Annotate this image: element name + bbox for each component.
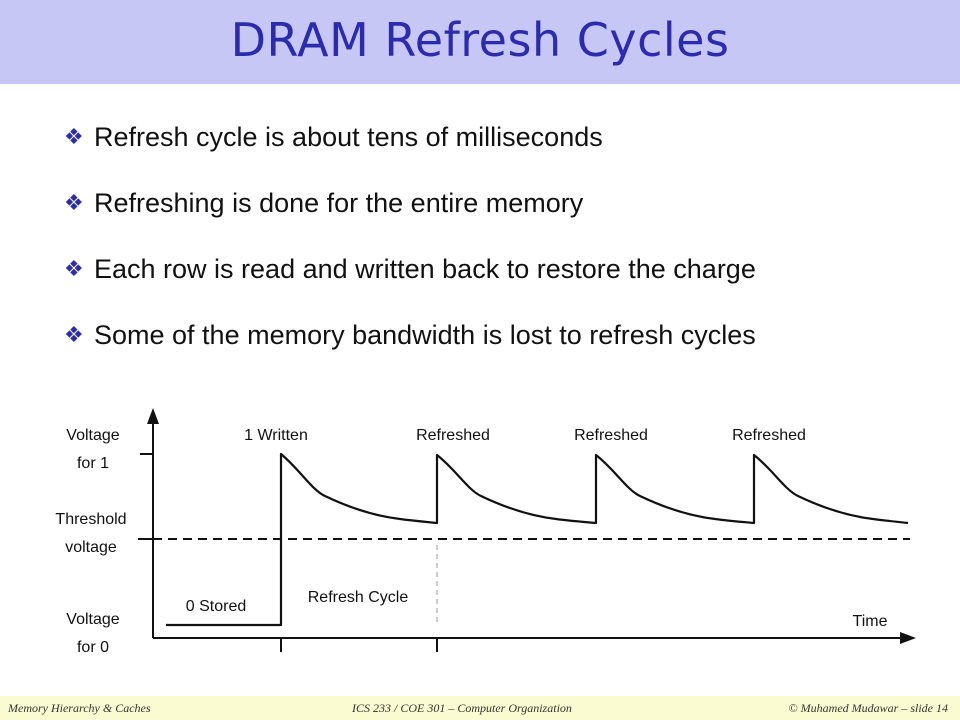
zero-stored-label: 0 Stored — [186, 598, 246, 615]
voltage-for-1-label: for 1 — [77, 455, 109, 472]
refreshed-label: Refreshed — [732, 427, 806, 444]
bullet-item: ❖ Refresh cycle is about tens of millise… — [64, 104, 944, 170]
bullet-text: Refresh cycle is about tens of milliseco… — [94, 121, 603, 152]
bullet-list: ❖ Refresh cycle is about tens of millise… — [64, 104, 944, 368]
refreshed-label: Refreshed — [574, 427, 648, 444]
bullet-item: ❖ Each row is read and written back to r… — [64, 236, 944, 302]
slide-title: DRAM Refresh Cycles — [230, 13, 730, 67]
diamond-bullet-icon: ❖ — [64, 190, 84, 216]
bullet-item: ❖ Some of the memory bandwidth is lost t… — [64, 302, 944, 368]
y-axis-arrow-icon — [147, 408, 159, 424]
bullet-text: Some of the memory bandwidth is lost to … — [94, 319, 756, 350]
bullet-text: Each row is read and written back to res… — [94, 253, 756, 284]
title-bar: DRAM Refresh Cycles — [0, 0, 960, 84]
bullet-text: Refreshing is done for the entire memory — [94, 187, 584, 218]
time-label: Time — [853, 613, 888, 630]
bullet-item: ❖ Refreshing is done for the entire memo… — [64, 170, 944, 236]
footer-bar: Memory Hierarchy & Caches ICS 233 / COE … — [0, 696, 960, 720]
voltage-for-0-label: for 0 — [77, 639, 109, 656]
voltage-waveform — [166, 452, 909, 627]
footer-author-slide: © Muhamed Mudawar – slide 14 — [788, 701, 948, 715]
x-axis-arrow-icon — [900, 632, 916, 644]
diamond-bullet-icon: ❖ — [64, 124, 84, 150]
voltage-for-0-label: Voltage — [66, 611, 119, 628]
footer-course-name: ICS 233 / COE 301 – Computer Organizatio… — [352, 701, 572, 715]
voltage-for-1-label: Voltage — [66, 427, 119, 444]
refresh-diagram: Voltage for 1 Threshold voltage Voltage … — [55, 408, 916, 656]
footer-course-topic: Memory Hierarchy & Caches — [8, 701, 151, 715]
threshold-voltage-label: voltage — [65, 539, 117, 556]
written-label: 1 Written — [244, 427, 308, 444]
threshold-voltage-label: Threshold — [55, 511, 126, 528]
refreshed-label: Refreshed — [416, 427, 490, 444]
refresh-cycle-label: Refresh Cycle — [308, 589, 409, 606]
diamond-bullet-icon: ❖ — [64, 322, 84, 348]
diamond-bullet-icon: ❖ — [64, 256, 84, 282]
